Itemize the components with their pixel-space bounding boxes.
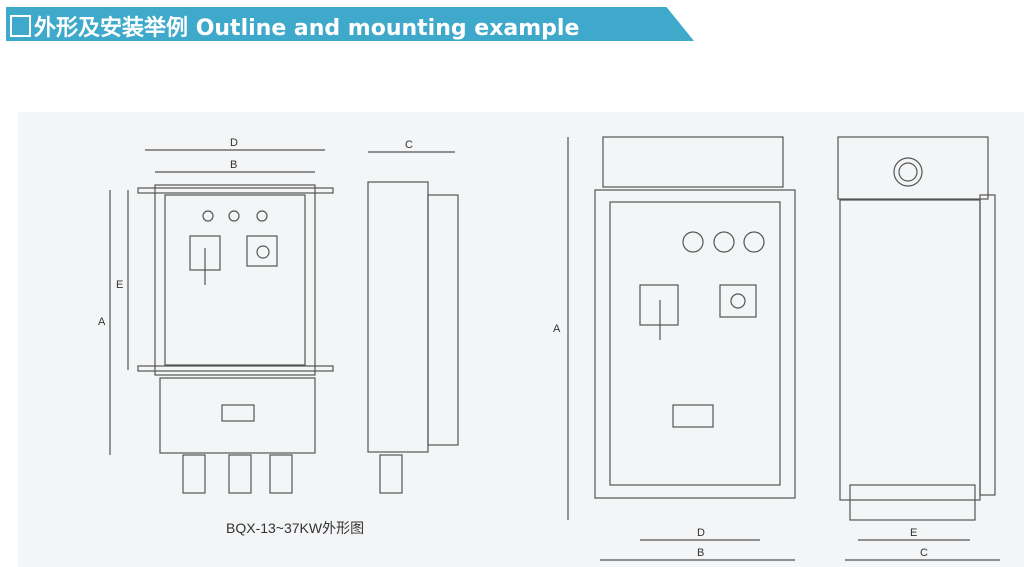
- right-side-view: E C: [837, 136, 1000, 561]
- dim-a-label: A: [98, 316, 106, 328]
- dim-a-right-label: A: [553, 323, 561, 335]
- dim-e-right-label: E: [910, 527, 917, 539]
- dim-b-right-label: B: [697, 547, 704, 559]
- left-side-view: C: [367, 139, 459, 494]
- right-front-view: A D B: [553, 136, 796, 561]
- dim-c-label: C: [405, 139, 413, 151]
- dim-d-right-label: D: [697, 527, 705, 539]
- header-title-cn: 外形及安装举例: [34, 16, 189, 41]
- section-header: 外形及安装举例 Outline and mounting example: [6, 7, 694, 41]
- header-title-en: Outline and mounting example: [195, 16, 580, 41]
- checkbox-square-icon: [10, 15, 31, 37]
- figure-caption: BQX-13~37KW外形图: [226, 520, 364, 536]
- dim-d-label: D: [230, 137, 238, 149]
- dim-e-label: E: [116, 279, 123, 291]
- left-front-view: D B E A: [98, 137, 334, 494]
- dim-c-right-label: C: [920, 547, 928, 559]
- dim-b-label: B: [230, 159, 237, 171]
